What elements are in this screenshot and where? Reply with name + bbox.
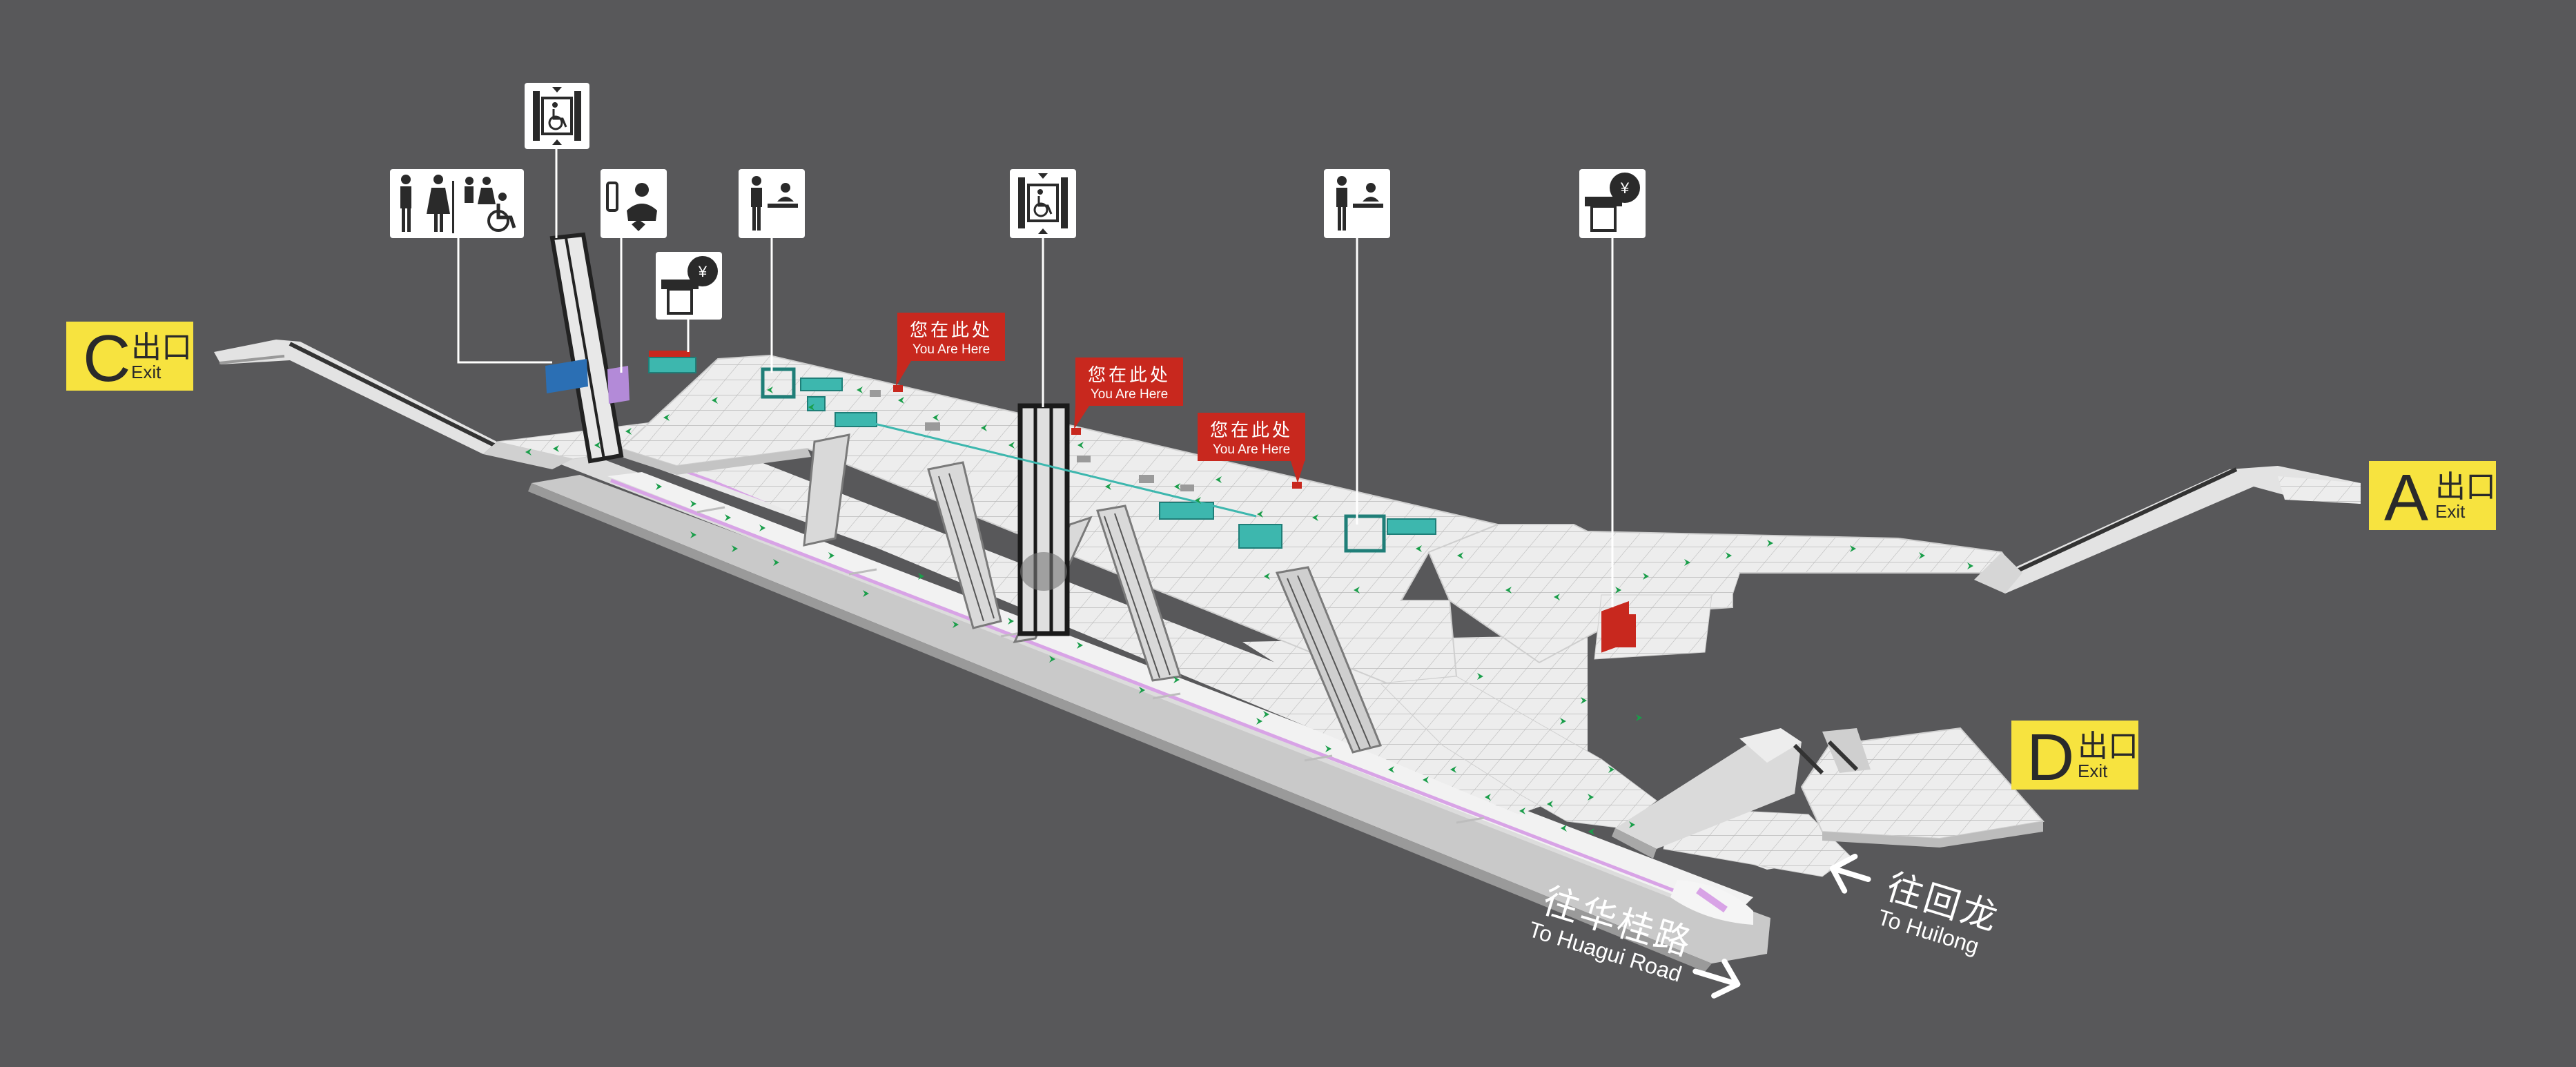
svg-text:You Are Here: You Are Here — [913, 342, 990, 357]
exit-a-sign: A 出口 Exit — [2369, 461, 2496, 535]
svg-text:Exit: Exit — [2078, 761, 2108, 781]
exit-d-sign: D 出口 Exit — [2011, 721, 2138, 794]
svg-text:¥: ¥ — [1620, 179, 1630, 197]
exit-c-sign: C 出口 Exit — [66, 322, 193, 395]
exit-c-staircase — [214, 340, 573, 469]
svg-text:D: D — [2027, 721, 2074, 794]
arrow-left-icon — [1829, 853, 1871, 894]
svg-text:A: A — [2384, 461, 2428, 535]
station-facilities — [545, 351, 1636, 653]
svg-text:Exit: Exit — [2435, 501, 2466, 522]
elevator-icon — [525, 83, 589, 149]
elevator-icon — [1010, 169, 1076, 238]
svg-text:您在此处: 您在此处 — [1088, 365, 1171, 386]
svg-text:C: C — [83, 322, 130, 395]
svg-text:出口: 出口 — [2078, 729, 2138, 764]
svg-text:You Are Here: You Are Here — [1213, 442, 1290, 457]
svg-text:¥: ¥ — [698, 263, 708, 280]
exit-a-staircase — [1974, 466, 2361, 594]
svg-text:出口: 出口 — [131, 330, 192, 365]
svg-text:您在此处: 您在此处 — [1210, 420, 1293, 441]
svg-text:Exit: Exit — [131, 362, 162, 382]
arrow-right-icon — [1692, 959, 1741, 999]
you-are-here-marker: 您在此处 You Are Here — [893, 313, 1005, 392]
icon-leader-lines — [457, 141, 1614, 607]
service-center-icon — [1324, 169, 1390, 238]
you-are-here-marker: 您在此处 You Are Here — [1198, 413, 1305, 489]
direction-to-huilong: 往回龙 To Huilong — [1829, 853, 2004, 959]
ticket-machine-icon: ¥ — [1579, 169, 1646, 238]
ticket-machine-icon: ¥ — [656, 252, 722, 320]
nursery-room-icon — [601, 169, 667, 238]
service-center-icon — [739, 169, 805, 238]
svg-text:出口: 出口 — [2435, 469, 2496, 505]
svg-text:您在此处: 您在此处 — [910, 320, 993, 341]
svg-text:You Are Here: You Are Here — [1091, 387, 1168, 402]
elevator-shafts — [549, 232, 1070, 636]
you-are-here-marker: 您在此处 You Are Here — [1071, 358, 1183, 435]
toilets-icon — [390, 169, 524, 238]
